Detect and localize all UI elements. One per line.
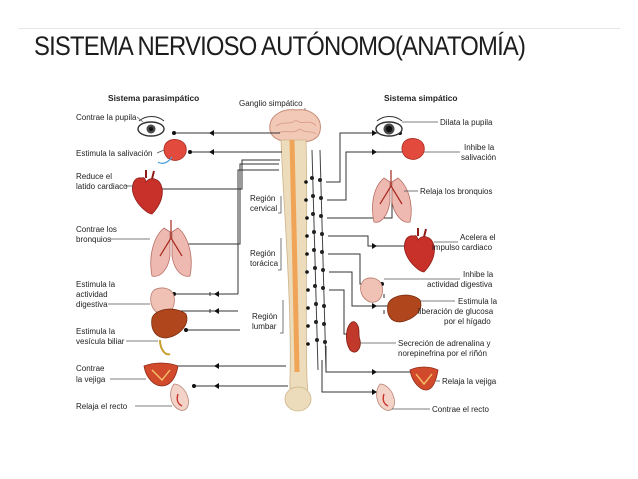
page-title: SISTEMA NERVIOSO AUTÓNOMO(ANATOMÍA)	[34, 31, 526, 61]
lungs-icon-left	[150, 220, 192, 277]
salivary-gland-icon-left	[157, 139, 187, 164]
eye-icon-left	[137, 116, 165, 137]
rectum-icon-right	[376, 383, 395, 411]
right-label-bladder: Relaja la vejiga	[442, 377, 497, 386]
parasympathetic-wiring	[158, 130, 288, 389]
right-label-glucose-line1: Estimula la	[458, 297, 498, 306]
lungs-icon-right	[372, 170, 412, 223]
kidney-icon-right	[346, 321, 361, 353]
right-label-glucose-line3: por el hígado	[444, 317, 491, 326]
liver-icon-right	[387, 294, 422, 323]
parasympathetic-header: Sistema parasimpático	[108, 93, 199, 103]
region-thoracic-line1: Región	[250, 249, 275, 258]
sympathetic-chain	[304, 149, 327, 371]
region-cervical-line2: cervical	[250, 204, 277, 213]
heart-icon-left	[132, 170, 163, 215]
right-label-rectum: Contrae el recto	[432, 405, 489, 414]
left-label-gallbladder-line2: vesícula biliar	[76, 337, 125, 346]
left-label-salivation: Estimula la salivación	[76, 149, 152, 158]
region-labels: Región cervical Región torácica Región l…	[250, 194, 284, 334]
right-label-kidney-line2: norepinefrina por el riñón	[398, 349, 487, 358]
left-label-bladder-line1: Contrae	[76, 364, 105, 373]
left-label-digestion-line3: digestiva	[76, 300, 108, 309]
left-label-heart-line1: Reduce el	[76, 172, 112, 181]
left-label-digestion-line1: Estimula la	[76, 280, 116, 289]
right-label-heart-line2: impulso cardiaco	[432, 243, 493, 252]
left-label-pupil: Contrae la pupila	[76, 113, 137, 122]
right-label-bronchi: Relaja los bronquios	[420, 187, 493, 196]
left-label-bladder-line2: la vejiga	[76, 375, 106, 384]
right-label-salivation-line1: Inhibe la	[464, 143, 495, 152]
region-lumbar-line2: lumbar	[252, 322, 277, 331]
left-label-digestion-line2: actividad	[76, 290, 108, 299]
salivary-gland-icon-right	[401, 138, 425, 160]
bladder-icon-right	[409, 366, 439, 391]
heart-icon-right	[404, 228, 435, 273]
left-label-heart-line2: latido cardiaco	[76, 182, 128, 191]
ganglion-header: Ganglio simpático	[239, 99, 303, 108]
bladder-icon-left	[143, 362, 179, 387]
sympathetic-header: Sistema simpático	[384, 93, 458, 103]
right-label-digestion-line1: Inhibe la	[463, 270, 494, 279]
right-label-salivation-line2: salivación	[461, 153, 496, 162]
right-label-digestion-line2: actividad digestiva	[427, 280, 493, 289]
stomach-icon-right	[360, 277, 383, 303]
eye-icon-right	[375, 116, 403, 137]
left-label-gallbladder-line1: Estimula la	[76, 327, 116, 336]
left-label-rectum: Relaja el recto	[76, 402, 128, 411]
top-divider	[18, 28, 620, 29]
right-labels: Dilata la pupila Inhibe la salivación Re…	[360, 118, 498, 414]
left-label-bronchi-line2: bronquios	[76, 235, 111, 244]
brain-icon	[269, 109, 321, 143]
region-cervical-line1: Región	[250, 194, 275, 203]
left-label-bronchi-line1: Contrae los	[76, 225, 117, 234]
region-lumbar-line1: Región	[252, 312, 277, 321]
right-label-pupil: Dilata la pupila	[440, 118, 493, 127]
region-thoracic-line2: torácica	[250, 259, 279, 268]
rectum-icon-left	[170, 383, 189, 411]
right-label-heart-line1: Acelera el	[460, 233, 496, 242]
right-label-glucose-line2: liberación de glucosa	[418, 307, 494, 316]
liver-icon-left	[151, 308, 188, 356]
spine-icon	[280, 139, 312, 412]
left-labels: Contrae la pupila Estimula la salivación…	[76, 113, 172, 411]
right-label-kidney-line1: Secreción de adrenalina y	[398, 339, 491, 348]
